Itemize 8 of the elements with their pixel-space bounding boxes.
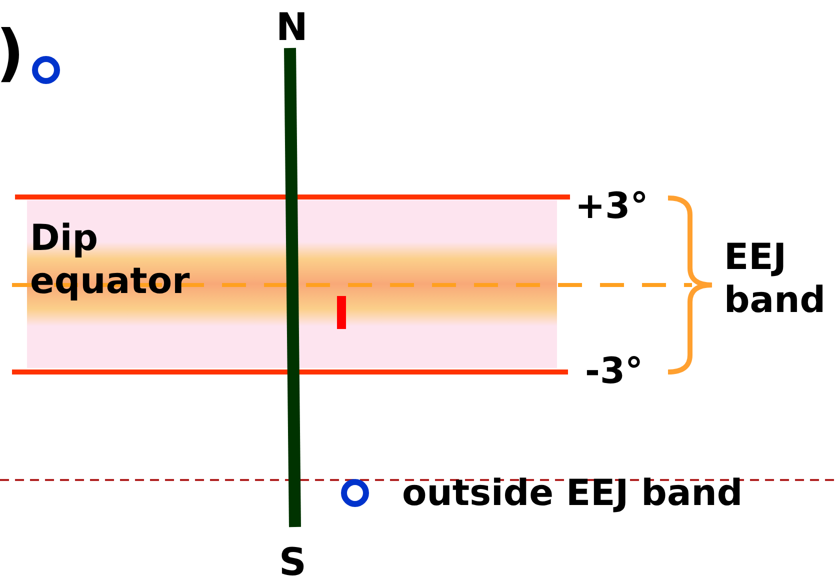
bracket-text: ): [0, 16, 24, 90]
angle-label: -3°: [585, 350, 643, 394]
south-label: S: [279, 540, 306, 585]
region-label: Dip equator: [30, 217, 191, 304]
north-label: N: [276, 5, 308, 51]
legend-text: outside EEJ band: [402, 472, 743, 516]
bracket-label: EEJ band: [724, 236, 826, 322]
angle-label: +3°: [575, 185, 648, 228]
